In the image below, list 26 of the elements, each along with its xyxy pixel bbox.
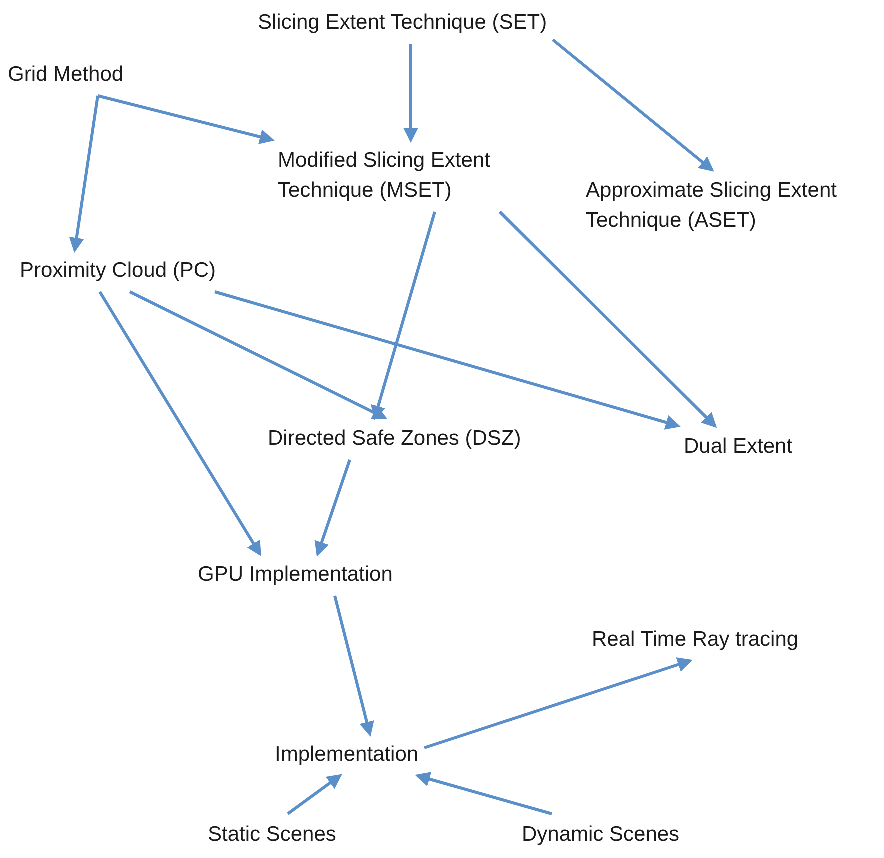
node-label: Static Scenes bbox=[208, 820, 336, 850]
arrow bbox=[415, 772, 552, 816]
node-label: Approximate Slicing Extent Technique (ASET) bbox=[586, 176, 861, 236]
arrow bbox=[129, 290, 388, 420]
node-label: Dynamic Scenes bbox=[522, 820, 680, 850]
arrow bbox=[287, 774, 342, 816]
node-label: Slicing Extent Technique (SET) bbox=[258, 8, 548, 38]
arrow bbox=[424, 658, 693, 750]
node-label: Grid Method bbox=[8, 60, 124, 90]
arrow bbox=[371, 212, 436, 421]
arrow bbox=[69, 96, 100, 253]
node-label: Dual Extent bbox=[684, 432, 793, 462]
node-label: Implementation bbox=[275, 740, 419, 770]
node-label: Real Time Ray tracing bbox=[592, 625, 799, 655]
arrow bbox=[552, 38, 714, 172]
node-label: Proximity Cloud (PC) bbox=[20, 256, 216, 286]
arrow bbox=[498, 210, 718, 428]
node-label: GPU Implementation bbox=[198, 560, 393, 590]
arrow bbox=[334, 596, 374, 737]
arrow bbox=[404, 44, 418, 143]
node-label: Modified Slicing Extent Technique (MSET) bbox=[278, 146, 578, 206]
arrow bbox=[98, 291, 262, 557]
arrow bbox=[314, 460, 352, 557]
node-label: Directed Safe Zones (DSZ) bbox=[268, 424, 522, 454]
arrow bbox=[214, 290, 681, 430]
arrow bbox=[98, 94, 275, 144]
